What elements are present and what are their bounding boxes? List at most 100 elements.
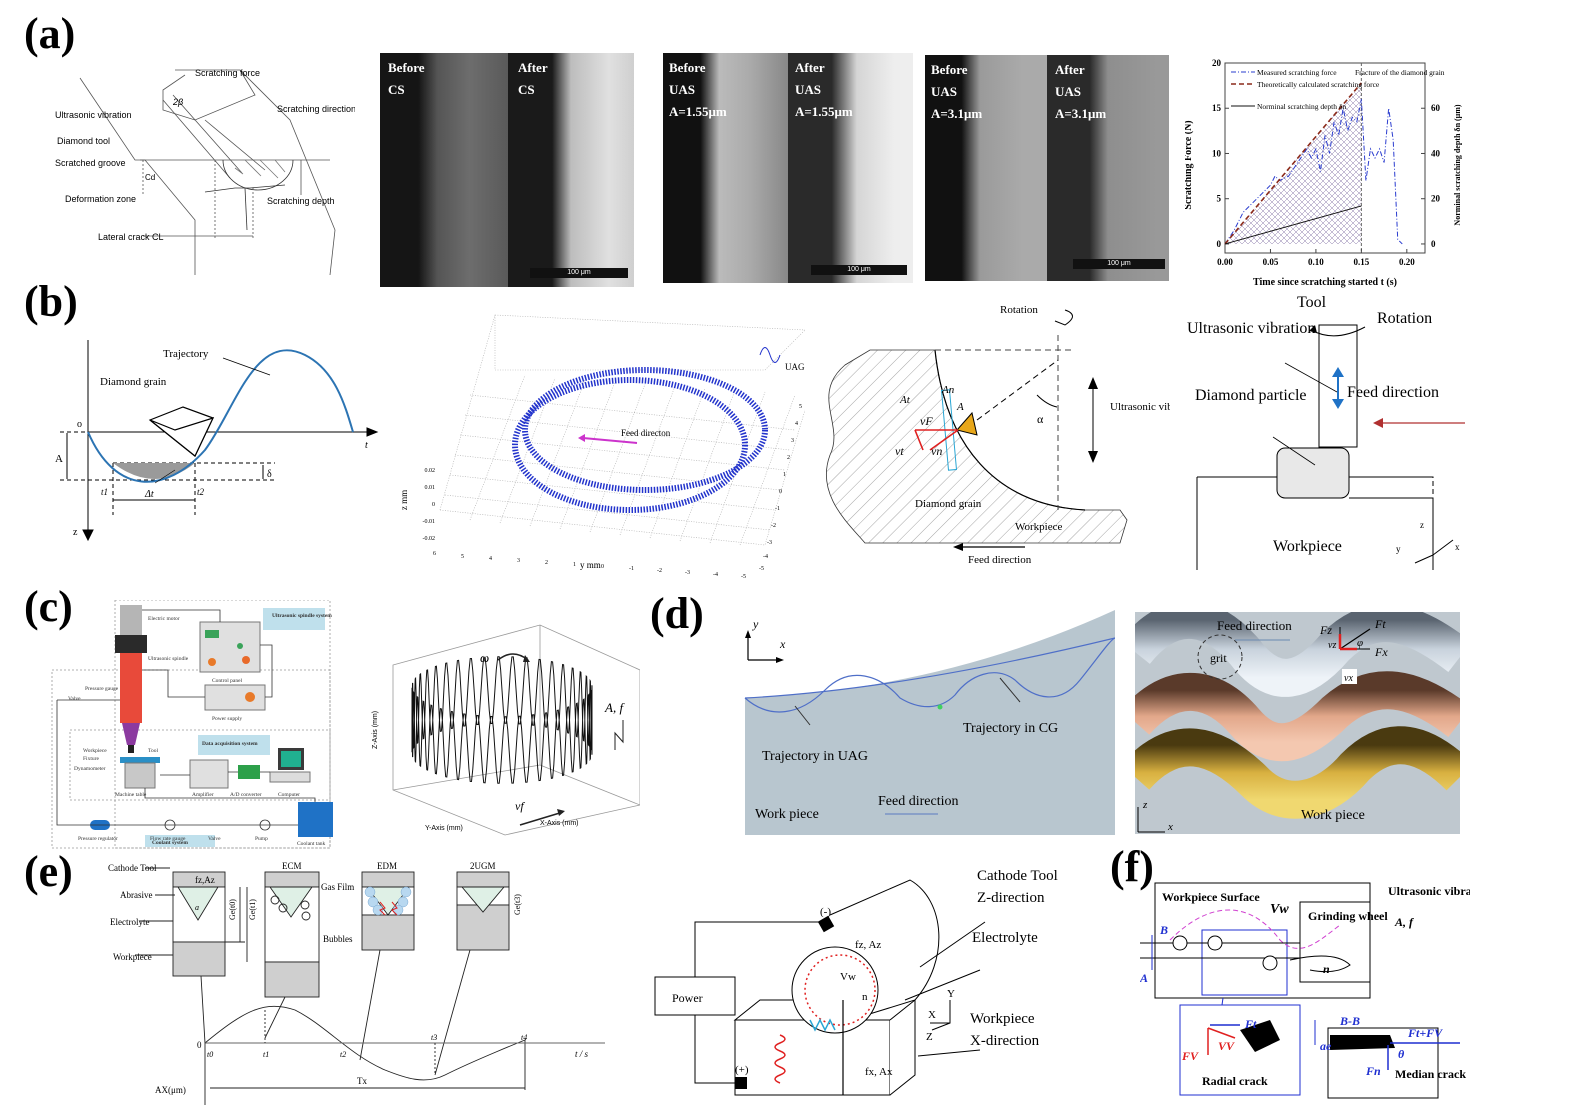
x-tick: -5 [759, 566, 764, 572]
label-vz: vz [1328, 640, 1336, 651]
label-traj-cg: Trajectory in CG [963, 721, 1058, 736]
traj-cg [744, 637, 1115, 699]
label-Ft: Ft [1374, 617, 1386, 631]
label-delta: δ [267, 469, 272, 480]
label-diamond-grain: Diamond grain [915, 498, 982, 510]
label-tx: Tx [357, 1076, 367, 1086]
label-phi: φ [1357, 637, 1363, 649]
silver-path [1135, 612, 1460, 697]
label-electrolyte: Electrolyte [110, 917, 149, 927]
label-Ft: Ft [1244, 1017, 1257, 1031]
label-trajectory: Trajectory [163, 348, 209, 360]
label-t-axis: t / s [575, 1049, 589, 1059]
label-pressure-regulator: Pressure regulator [78, 836, 118, 842]
axis-x: x [779, 637, 786, 651]
label-data-acquisition-system: Data acquisition system [202, 741, 258, 747]
grit-circle [1197, 634, 1243, 680]
y-tick-label: 10 [1212, 148, 1222, 158]
sem-after-sub: UAS A=1.55μm [795, 82, 853, 119]
uag-trajectory-outer [512, 377, 748, 513]
label-scratching-depth: Scratching depth [267, 196, 335, 206]
series-line-2 [1224, 205, 1362, 245]
label-n: n [1323, 962, 1330, 976]
label-workpiece: Work piece [1301, 808, 1365, 823]
label-vt: vt [895, 444, 904, 458]
series-line-1 [1224, 82, 1362, 245]
y-tick-label: 0 [1217, 239, 1222, 249]
label-omega: ω [480, 650, 489, 665]
label-valve: Valve [68, 696, 81, 702]
panel-label-f: (f) [1110, 842, 1154, 891]
z-tick: -0.01 [423, 519, 436, 525]
label-rotation: Rotation [1000, 304, 1038, 316]
helix-trajectory [411, 656, 593, 784]
label-vx: vx [1344, 673, 1353, 684]
x-tick: -3 [767, 540, 772, 546]
label-diamond-particle: Diamond particle [1195, 387, 1307, 404]
label-ecm: ECM [282, 861, 302, 871]
traj-uag [744, 637, 1115, 713]
label-amplitude: A [55, 453, 63, 465]
label-vw: Vw [840, 971, 856, 983]
label-traj-uag: Trajectory in UAG [762, 749, 868, 764]
label-flow-rate-gauge: Flow rate gauge [150, 836, 186, 842]
label-minus: (-) [820, 906, 831, 918]
label-rotation: Rotation [1377, 310, 1432, 327]
label-t1: t1 [263, 1050, 269, 1059]
z-tick: -0.02 [423, 536, 436, 542]
feed-arrow [582, 437, 638, 444]
panel-label-e: (e) [24, 847, 73, 896]
label-At: At [899, 394, 911, 406]
label-t1: t1 [101, 487, 108, 497]
label-origin: o [77, 419, 82, 430]
label-vF: vF [920, 414, 933, 428]
z-axis-label: Z-Axis (mm) [372, 711, 379, 749]
axis-X: X [928, 1009, 936, 1021]
label-ultrasonic-spindle-system: Ultrasonic spindle system [272, 613, 332, 619]
label-median-crack: Median crack [1395, 1067, 1466, 1081]
label-workpiece: Work piece [755, 807, 819, 822]
label-bubbles: Bubbles [323, 934, 353, 944]
y-tick: -4 [713, 572, 718, 578]
label-pressure-gauge: Pressure gauge [85, 686, 119, 692]
label-ge-t0: Ge(t0) [228, 899, 237, 920]
experimental-setup-diagram: Ultrasonic spindle system Electric motor… [51, 600, 333, 849]
label-A: A [956, 401, 964, 413]
label-coolant-system: Coolant system [152, 840, 188, 846]
x-tick: 4 [795, 421, 798, 427]
x-tick: 5 [799, 404, 802, 410]
label-tool: Tool [148, 748, 158, 754]
sem-image-cs: Before CS After CS 100 μm [380, 53, 634, 287]
helix-path [411, 656, 593, 784]
label-af: A, f [1394, 915, 1414, 929]
copper-path [1135, 671, 1460, 762]
label-ultrasonic-vibration: Ultrasonic vibration [1388, 884, 1470, 898]
label-workpiece: Workpiece [83, 748, 107, 754]
z-tick: 0.01 [425, 485, 436, 491]
ecm-grinding-device: Power (-) (+) fz, Az Vw n fx, Ax Cathode… [654, 868, 1058, 1096]
label-An: An [941, 384, 955, 396]
label-scratching-direction: Scratching direction [277, 104, 355, 114]
uag-legend-icon [759, 347, 781, 363]
label-two-beta: 2β [172, 97, 183, 107]
label-fixture: Fixture [83, 756, 99, 762]
label-fz-az: fz,Az [195, 875, 215, 885]
sem-before-sub: UAS A=1.55μm [669, 82, 727, 119]
label-feed: Feed direction [1217, 618, 1292, 633]
uag-trajectory-inner [522, 367, 768, 493]
label-vn: vn [931, 444, 942, 458]
x-tick: 1 [783, 472, 786, 478]
label-ultrasonic-vibration: Ultrasonic vibration [55, 110, 132, 120]
y-tick-label: 5 [1217, 194, 1222, 204]
electrochemical-cycle-diagram: Cathode Tool fz,Az Abrasive Electrolyte … [108, 861, 605, 1105]
y-tick: 3 [517, 558, 520, 564]
label-feed-direction: Feed direction [1347, 384, 1439, 401]
label-tool: Tool [1297, 294, 1327, 311]
label-BB: B-B [1339, 1014, 1360, 1028]
label-control-panel: Control panel [212, 678, 243, 684]
sem-before-sub: UAS A=3.1μm [931, 84, 983, 121]
label-ft-fv: Ft+FV [1407, 1026, 1443, 1040]
label-cathode-tool: Cathode Tool [977, 868, 1058, 884]
label-dt: Δt [144, 489, 154, 500]
label-coolant-tank: Coolant tank [297, 841, 326, 847]
